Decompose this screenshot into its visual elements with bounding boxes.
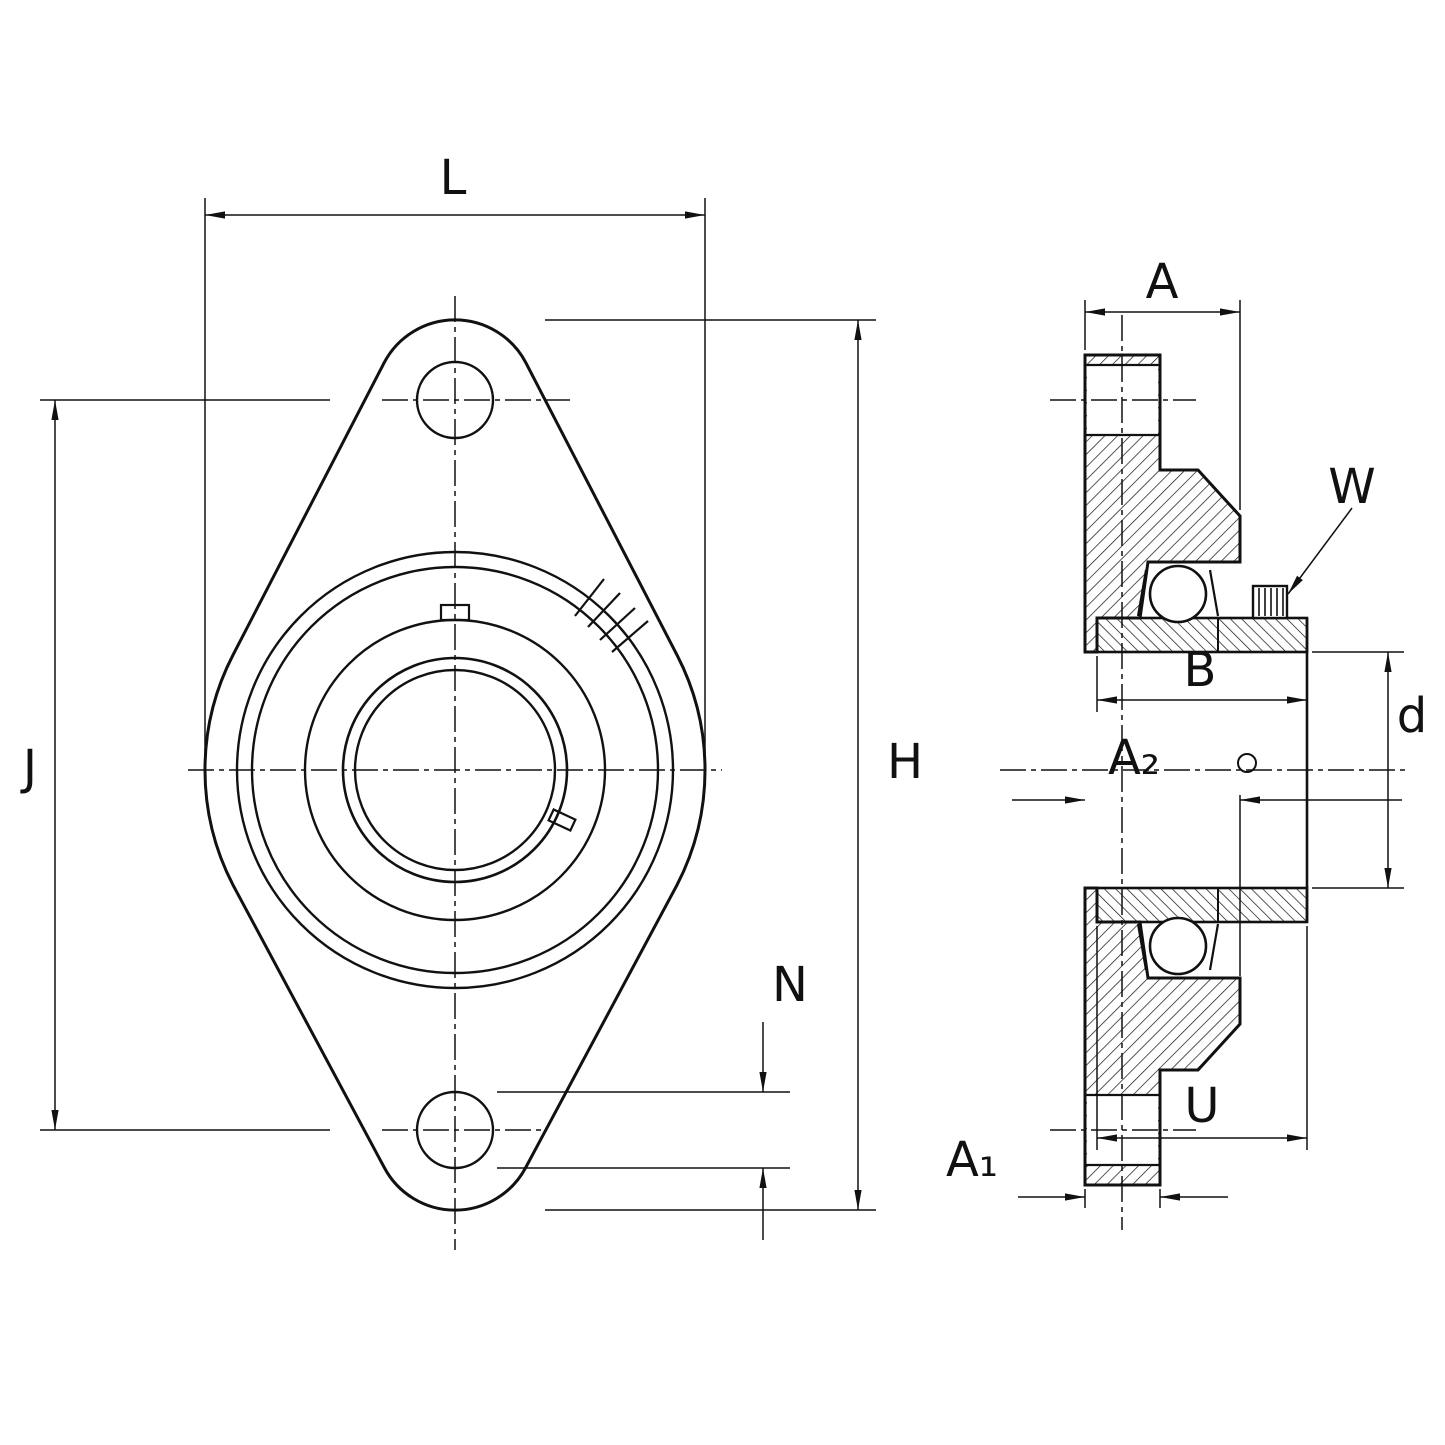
dim-B [1096,656,1308,712]
lube-hole [1237,753,1257,773]
dim-label-d: d [1396,688,1428,744]
sleeve-section-top [1095,616,1309,654]
dim-label-A1: A₁ [945,1132,999,1188]
dim-label-H: H [886,734,924,790]
dim-U [1096,926,1308,1150]
dim-label-A: A [1145,254,1179,310]
side-view [1000,300,1408,1230]
dim-label-A2: A₂ [1107,730,1161,786]
sleeve-section-bottom [1095,886,1309,924]
dim-label-J: J [22,740,38,796]
dim-label-U: U [1184,1078,1220,1134]
front-centerlines [188,296,722,1250]
dim-label-N: N [772,957,808,1013]
flange-outline [203,318,707,1212]
leader-W [1287,507,1353,595]
dim-L [204,198,706,762]
ball-top [1148,564,1208,624]
dim-H [545,319,876,1211]
setscrew-mark [547,808,577,832]
dim-A1 [1018,1189,1228,1208]
seal-lines [1136,569,1220,971]
dim-label-B: B [1183,642,1217,698]
dim-N [497,1022,790,1240]
setscrew [1251,584,1289,620]
ball-bottom [1148,916,1208,976]
dim-label-L: L [439,150,467,206]
dim-d [1312,651,1404,889]
dim-label-W: W [1328,459,1376,515]
dim-J [40,399,330,1131]
front-view [40,198,876,1250]
side-centerlines [1000,315,1408,1230]
serration-ticks [574,578,649,653]
dim-A [1084,300,1241,510]
dim-A2 [1012,795,1402,976]
